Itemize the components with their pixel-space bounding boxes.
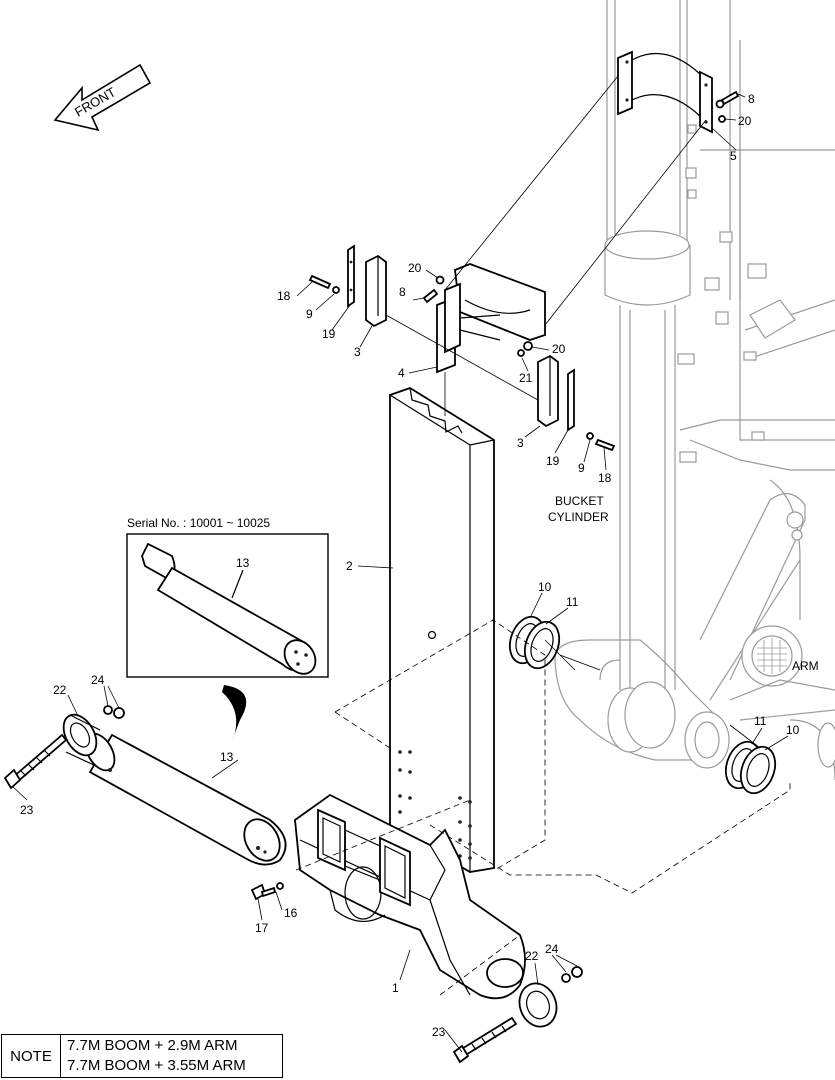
background-arm-assembly (554, 0, 835, 781)
serial-number-inset: Serial No. : 10001 ~ 10025 13 (126, 516, 329, 678)
wear-pads-and-shims (308, 244, 616, 452)
callout-8: 8 (399, 285, 406, 299)
right-collar-bolt-assembly (452, 966, 583, 1064)
callout-18: 18 (598, 471, 612, 485)
callout-17: 17 (255, 921, 269, 935)
callout-9: 9 (578, 461, 585, 475)
saddle-clamp-part-4 (422, 263, 546, 374)
callout-24: 24 (91, 673, 105, 687)
callout-19: 19 (322, 327, 336, 341)
callout-leaders (11, 93, 789, 1053)
shims-part-10-11 (508, 615, 777, 795)
inset-pointer-arrow (222, 685, 247, 742)
callout-1: 1 (392, 981, 399, 995)
callout-20: 20 (738, 114, 752, 128)
assembly-leader-lines (385, 75, 761, 749)
callout-8: 8 (748, 92, 755, 106)
callout-22: 22 (525, 949, 539, 963)
callout-3: 3 (354, 345, 361, 359)
callout-numbers: 8 20 5 20 8 18 9 19 3 4 20 21 3 19 9 18 … (20, 92, 819, 1039)
note-line-2: 7.7M BOOM + 3.55M ARM (67, 1057, 246, 1074)
callout-11: 11 (754, 714, 767, 728)
callout-9: 9 (306, 307, 313, 321)
callout-3: 3 (517, 436, 524, 450)
arm-label: ARM (792, 659, 819, 673)
callout-22: 22 (53, 683, 67, 697)
callout-23: 23 (432, 1025, 446, 1039)
front-direction-arrow: FRONT (53, 63, 152, 132)
pivot-pin-part-13 (84, 732, 287, 866)
left-collar-bolt-assembly (3, 705, 125, 790)
callout-10: 10 (786, 723, 800, 737)
callout-20: 20 (408, 261, 422, 275)
upper-clamp-band-part-5 (617, 50, 740, 134)
callout-24: 24 (545, 942, 559, 956)
callout-2: 2 (346, 559, 353, 573)
callout-23: 23 (20, 803, 34, 817)
inset-title: Serial No. : 10001 ~ 10025 (127, 516, 270, 530)
callout-18: 18 (277, 289, 291, 303)
note-line-1: 7.7M BOOM + 2.9M ARM (67, 1037, 238, 1054)
note-lines: 7.7M BOOM + 2.9M ARM 7.7M BOOM + 3.55M A… (61, 1035, 282, 1077)
callout-4: 4 (398, 366, 405, 380)
mounting-bracket-part-2 (389, 387, 495, 873)
cylinder-label: CYLINDER (548, 510, 609, 524)
callout-13: 13 (220, 750, 234, 764)
note-table: NOTE 7.7M BOOM + 2.9M ARM 7.7M BOOM + 3.… (1, 1034, 283, 1078)
callout-21: 21 (519, 371, 533, 385)
note-label: NOTE (2, 1035, 61, 1077)
callout-20: 20 (552, 342, 566, 356)
assembly-guide-lines (295, 619, 791, 996)
bucket-label: BUCKET (555, 494, 604, 508)
callout-10: 10 (538, 580, 552, 594)
callout-5: 5 (730, 149, 737, 163)
callout-11: 11 (566, 595, 579, 609)
callout-16: 16 (284, 906, 298, 920)
callout-19: 19 (546, 454, 560, 468)
base-bracket-part-1 (294, 793, 526, 1000)
inset-callout-13: 13 (236, 556, 250, 570)
bolt-washer-part-16-17 (250, 882, 284, 901)
